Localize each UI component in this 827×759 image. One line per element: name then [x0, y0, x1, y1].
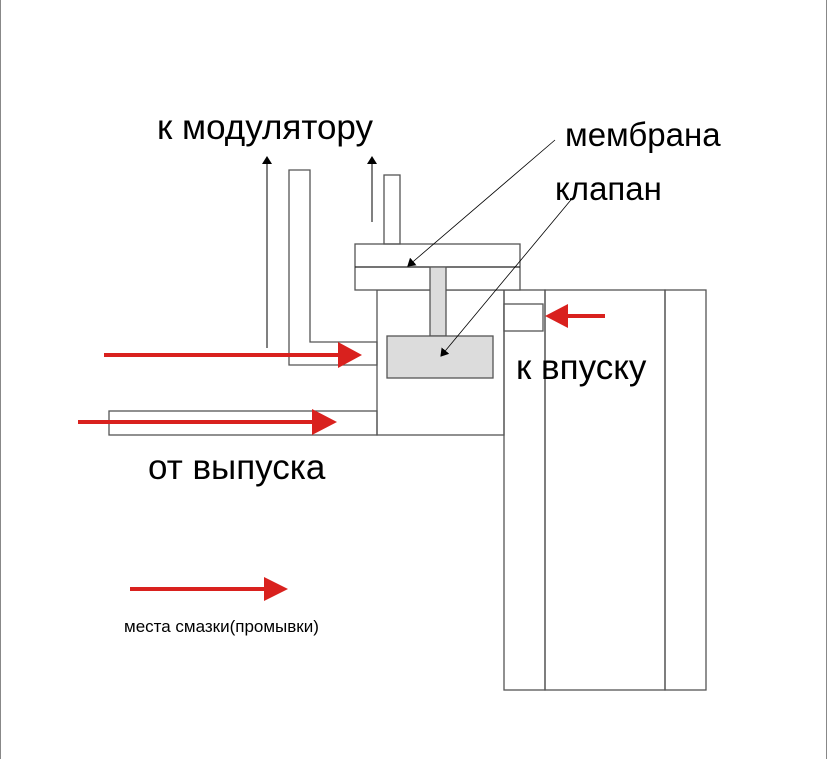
modulator-tube-small [383, 174, 401, 245]
modulator-tube-l [288, 169, 378, 366]
label-to-modulator: к модулятору [157, 108, 373, 147]
label-from-exhaust: от выпуска [148, 448, 326, 487]
intake-column-right [664, 289, 707, 691]
valve-plate [386, 335, 494, 379]
valve-leader-arrow [440, 194, 576, 357]
label-to-intake: к впуску [516, 348, 647, 387]
valve-stem [429, 266, 447, 337]
lubrication-arrow-icon [545, 304, 605, 328]
legend-text: места смазки(промывки) [124, 617, 319, 636]
label-membrane: мембрана [565, 116, 721, 153]
label-valve: клапан [555, 170, 662, 207]
membrane-leader-arrow [407, 139, 556, 267]
legend-arrow-icon [130, 577, 288, 601]
intake-port [503, 303, 544, 332]
lubrication-arrow-icon [78, 409, 337, 435]
lubrication-arrow-icon [104, 342, 362, 368]
